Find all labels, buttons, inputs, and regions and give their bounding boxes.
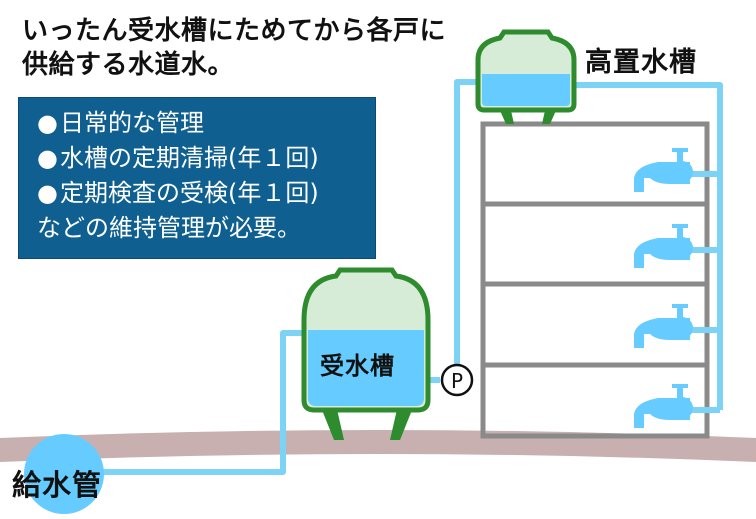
pump-label: P bbox=[451, 369, 463, 393]
faucet-2 bbox=[634, 224, 693, 268]
receiving-tank bbox=[301, 267, 431, 440]
supply-pipe bbox=[64, 330, 318, 475]
info-footer: などの維持管理が必要。 bbox=[37, 214, 301, 242]
caption-line-1: いったん受水槽にためてから各戸に bbox=[22, 16, 447, 46]
caption-line-2: 供給する水道水。 bbox=[22, 50, 235, 80]
supply-pipe-label: 給水管 bbox=[12, 468, 103, 502]
info-item-text: 定期検査の受検(年１回) bbox=[59, 179, 319, 207]
bullet-icon: ● bbox=[37, 179, 58, 207]
faucet-1 bbox=[634, 148, 693, 192]
maintenance-info-box: ●日常的な管理 ●水槽の定期清掃(年１回) ●定期検査の受検(年１回) などの維… bbox=[18, 97, 376, 259]
info-item-text: 日常的な管理 bbox=[59, 109, 204, 137]
faucet-3 bbox=[634, 304, 693, 348]
pump: P bbox=[440, 363, 474, 397]
receiving-tank-label: 受水槽 bbox=[320, 352, 395, 380]
info-item-text: 水槽の定期清掃(年１回) bbox=[59, 144, 319, 172]
bullet-icon: ● bbox=[37, 144, 58, 172]
elevated-tank bbox=[475, 29, 577, 124]
distribution-pipe bbox=[570, 82, 723, 410]
info-item: ●水槽の定期清掃(年１回) bbox=[37, 141, 375, 176]
building bbox=[480, 121, 710, 439]
elevated-tank-label: 高置水槽 bbox=[585, 47, 697, 78]
info-item: ●日常的な管理 bbox=[37, 106, 375, 141]
bullet-icon: ● bbox=[37, 109, 58, 137]
faucet-4 bbox=[634, 384, 693, 428]
info-item: ●定期検査の受検(年１回) bbox=[37, 176, 375, 211]
caption: いったん受水槽にためてから各戸に 供給する水道水。 bbox=[22, 14, 446, 82]
supply-pipe-circle bbox=[24, 434, 104, 514]
